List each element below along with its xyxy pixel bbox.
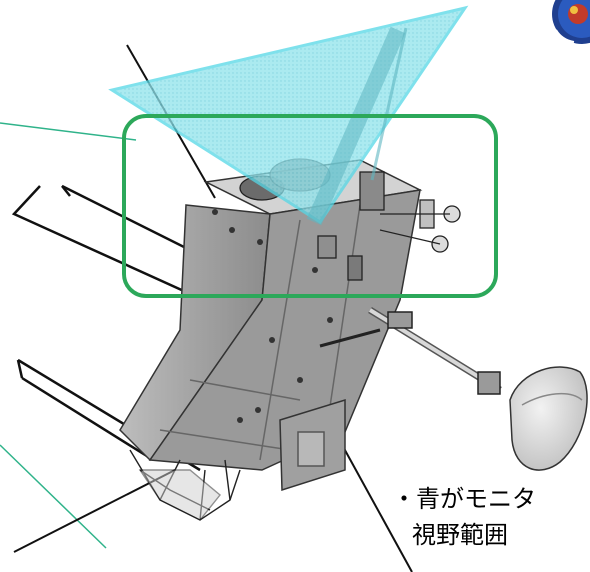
antenna-boom <box>319 307 502 395</box>
caption-fov-label: 視野範囲 <box>412 521 508 549</box>
caption-monitor-label: ・青がモニタ <box>392 485 536 513</box>
leader-lines <box>0 122 137 549</box>
leader-line-top <box>0 122 137 141</box>
dish-antenna <box>509 366 588 471</box>
leader-line-bottom <box>0 444 107 549</box>
highlight-box <box>122 114 498 298</box>
bottom-truss <box>129 449 241 521</box>
mission-emblem-icon <box>552 0 590 44</box>
